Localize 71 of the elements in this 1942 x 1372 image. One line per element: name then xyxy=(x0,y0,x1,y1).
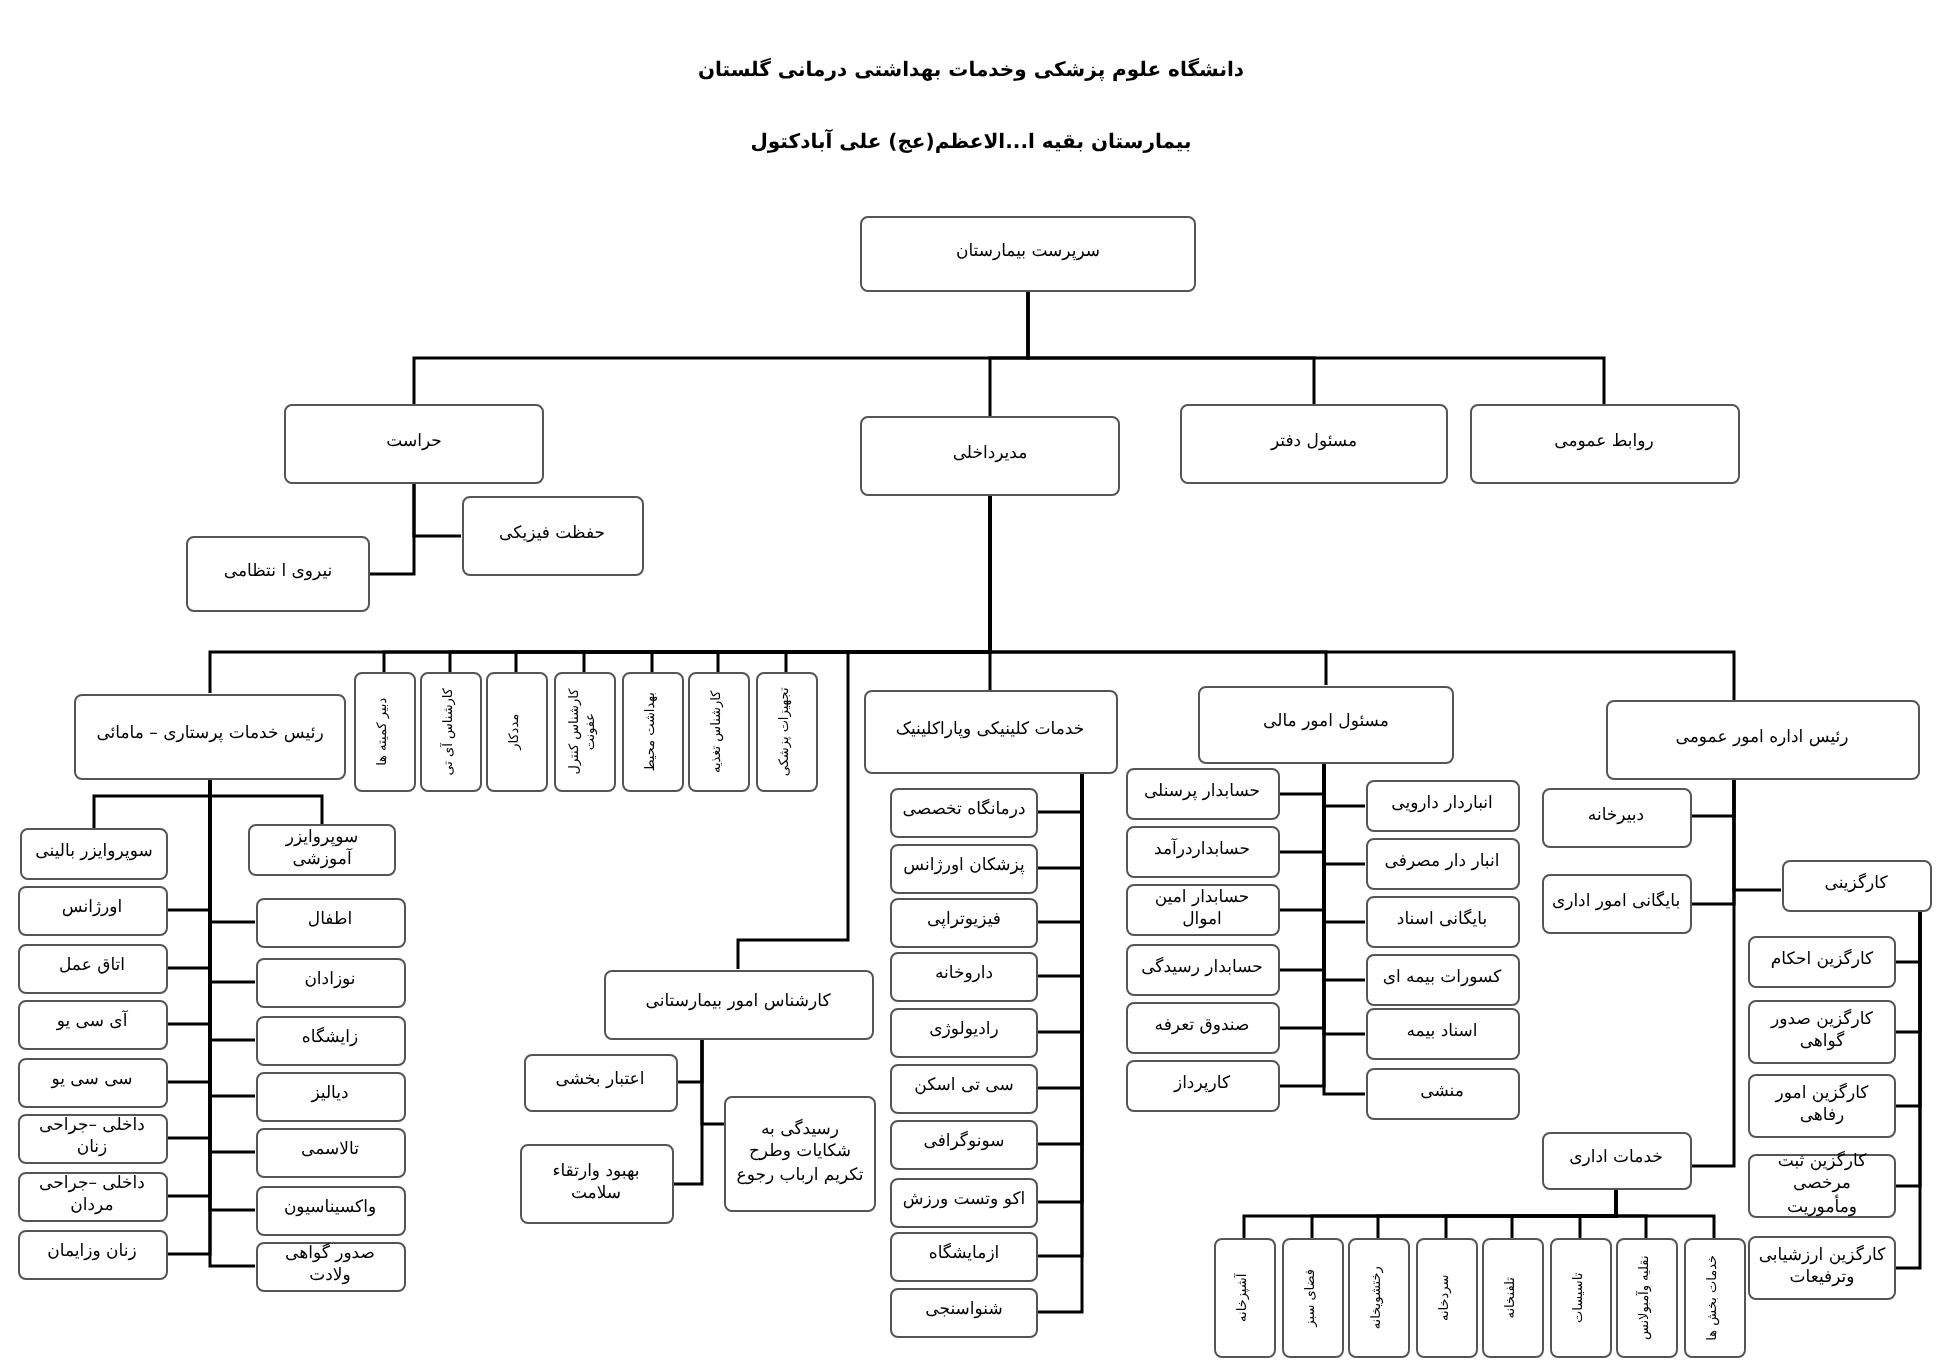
org-box: حسابدار امین اموال xyxy=(1125,884,1279,936)
org-box: کارگزین احکام xyxy=(1748,936,1896,988)
connector-line xyxy=(1691,780,1736,1168)
org-box: نوزادان xyxy=(255,957,405,1007)
connector-line xyxy=(700,1039,724,1126)
org-box: نیروی ا نتظامی xyxy=(186,536,370,612)
org-box: سرپرست بیمارستان xyxy=(860,216,1196,292)
org-box: پزشکان اورژانس xyxy=(890,843,1038,893)
title: دانشگاه علوم پزشکی وخدمات بهداشتی درمانی گلستان xyxy=(697,60,1245,82)
org-box: اعتبار بخشی xyxy=(523,1053,677,1111)
org-box: اطفال xyxy=(255,897,405,947)
org-box: کارگزینی xyxy=(1781,860,1931,912)
org-box: واکسیناسیون xyxy=(255,1185,405,1235)
org-box: حسابداردرآمد xyxy=(1125,826,1279,878)
org-box: دبیرخانه xyxy=(1541,788,1691,848)
org-box: سوپروایزر آموزشی xyxy=(248,824,396,876)
org-box: کارشناس امور بیمارستانی xyxy=(603,969,873,1039)
org-box: اسناد بیمه xyxy=(1365,1008,1519,1060)
org-box: حفظت فیزیکی xyxy=(461,496,643,576)
org-box: حراست xyxy=(284,404,544,484)
org-box: منشی xyxy=(1365,1068,1519,1120)
org-box: سی تی اسکن xyxy=(890,1063,1038,1113)
org-box: مسئول امور مالی xyxy=(1198,685,1454,763)
org-box: انباردار دارویی xyxy=(1365,780,1519,832)
org-box: بهبود وارتقاء سلامت xyxy=(519,1144,673,1224)
org-box: کارگزین صدور گواهی xyxy=(1748,1000,1896,1064)
org-box: صدور گواهی ولادت xyxy=(255,1241,405,1291)
org-box: داخلی –جراحی مردان xyxy=(17,1171,167,1221)
org-box: داخلی –جراحی زنان xyxy=(17,1113,167,1163)
subtitle: بیمارستان بقیه ا...الاعظم(عج) علی آبادکتول xyxy=(750,132,1192,154)
org-box: درمانگاه تخصصی xyxy=(890,787,1038,837)
connector-line xyxy=(1322,763,1365,1096)
org-box: بایگانی اسناد xyxy=(1365,896,1519,948)
org-box: سی سی یو xyxy=(17,1057,167,1107)
org-box: کسورات بیمه ای xyxy=(1365,954,1519,1006)
org-box: سونوگرافی xyxy=(890,1119,1038,1169)
org-box: زایشگاه xyxy=(255,1015,405,1065)
org-box: انبار دار مصرفی xyxy=(1365,838,1519,890)
org-box: رادیولوژی xyxy=(890,1007,1038,1057)
org-box: حسابدار رسیدگی xyxy=(1125,944,1279,996)
org-box: اورژانس xyxy=(17,885,167,935)
connector-line xyxy=(370,484,416,576)
org-box: خدمات اداری xyxy=(1541,1131,1691,1189)
org-box: صندوق تعرفه xyxy=(1125,1002,1279,1054)
org-box: داروخانه xyxy=(890,951,1038,1001)
org-box: مدیرداخلی xyxy=(860,416,1120,496)
org-box: خدمات کلینیکی وپاراکلینیک xyxy=(863,690,1117,774)
org-box: مسئول دفتر xyxy=(1180,404,1448,484)
org-box: حسابدار پرسنلی xyxy=(1125,768,1279,820)
org-box: شنواسنجی xyxy=(890,1287,1038,1337)
org-box: سوپروایزر بالینی xyxy=(20,828,168,880)
connector-line xyxy=(1614,1189,1716,1238)
org-box: دیالیز xyxy=(255,1071,405,1121)
org-box: روابط عمومی xyxy=(1469,404,1739,484)
org-box: رسیدگی به شکایات وطرح تکریم ارباب رجوع xyxy=(724,1096,876,1212)
org-box: زنان وزایمان xyxy=(17,1229,167,1279)
org-box: اتاق عمل xyxy=(17,943,167,993)
org-box: رئیس خدمات پرستاری – مامائی xyxy=(74,693,346,779)
connector-line xyxy=(1026,292,1606,404)
connector-line xyxy=(1896,912,1922,1270)
org-box: کارگزین امور رفاهی xyxy=(1748,1074,1896,1138)
org-box: کارگزین ارزشیابی وترفیعات xyxy=(1748,1236,1896,1300)
org-box: آی سی یو xyxy=(17,999,167,1049)
org-box: تالاسمی xyxy=(255,1127,405,1177)
org-box: اکو وتست ورزش xyxy=(890,1177,1038,1227)
org-box: کارگزین ثبت مرخصی ومأموریت xyxy=(1748,1154,1896,1218)
org-box: فیزیوتراپی xyxy=(890,897,1038,947)
org-box: ازمایشگاه xyxy=(890,1231,1038,1281)
org-box: کارپرداز xyxy=(1125,1060,1279,1112)
org-box: رئیس اداره امور عمومی xyxy=(1605,700,1919,780)
org-box: بایگانی امور اداری xyxy=(1541,874,1691,934)
